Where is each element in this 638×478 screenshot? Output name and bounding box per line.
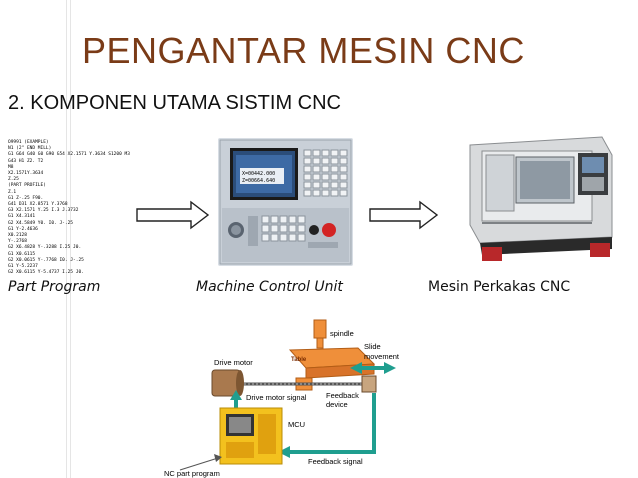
slide-subtitle: 2. KOMPONEN UTAMA SISTIM CNC [8,92,341,115]
slide-title: PENGANTAR MESIN CNC [82,30,525,72]
program-line: G2 X0.6115 Y-5.4737 I.25 J0. [8,270,118,276]
mcu-key [313,190,320,196]
mcu-key [322,174,329,180]
z-readout: Z=00664.640 [242,178,275,184]
mcu-key [331,174,338,180]
mcu-key [340,150,347,156]
mcu-key [313,166,320,172]
mcu-key [262,216,269,223]
mcu-key [304,166,311,172]
program-line: G1 G64 G40 G0 G90 G54 X2.1571 Y.3634 S12… [8,152,118,158]
label-slide-2: movement [364,352,400,361]
label-table: Table [291,357,307,363]
mcu-key [271,216,278,223]
mcu-key [322,166,329,172]
mcu-key [304,190,311,196]
mcu-key [298,234,305,241]
arrow-right-icon [368,200,440,230]
label-drive-motor-signal: Drive motor signal [246,393,307,402]
mcu-key [331,182,338,188]
mcu-key [262,234,269,241]
label-feedback-2: device [326,400,348,409]
mcu-key [331,158,338,164]
mcu-key [304,158,311,164]
mcu-key [289,225,296,232]
caption-machine: Mesin Perkakas CNC [428,279,570,295]
mcu-key [340,158,347,164]
part-program-listing: O9991 (EXAMPLE)N1 (2" END MILL)G1 G64 G4… [8,140,118,276]
mcu-key [304,174,311,180]
mcu-key [340,190,347,196]
caption-mcu: Machine Control Unit [196,279,343,295]
x-readout: X=00442.000 [242,171,275,177]
mcu-key [271,225,278,232]
cnc-lathe-image [462,125,634,265]
mcu-key [313,150,320,156]
mcu-key [322,190,329,196]
mcu-key [322,158,329,164]
arrow-right-icon [135,200,211,230]
mcu-key [340,166,347,172]
mcu-key [298,225,305,232]
mcu-key [340,182,347,188]
mcu-panel-image: X=00442.000 Z=00664.640 [218,138,353,266]
mcu-key [331,190,338,196]
caption-part-program: Part Program [8,279,100,295]
mcu-key [271,234,278,241]
mcu-key [262,225,269,232]
mcu-key [313,174,320,180]
mcu-key [322,150,329,156]
mcu-key [322,182,329,188]
mcu-key [298,216,305,223]
label-feedback-1: Feedback [326,391,359,400]
label-drive-motor: Drive motor [214,358,253,367]
mcu-key [289,216,296,223]
label-feedback-signal: Feedback signal [308,457,363,466]
label-spindle: spindle [330,329,354,338]
mcu-key [340,174,347,180]
mcu-key [280,225,287,232]
mcu-key [280,234,287,241]
mcu-key [304,182,311,188]
mcu-key [313,182,320,188]
mcu-key [289,234,296,241]
mcu-key [280,216,287,223]
label-nc-part-program: NC part program [164,469,220,478]
mcu-key [313,158,320,164]
label-mcu: MCU [288,420,305,429]
mcu-key [331,166,338,172]
cnc-system-diagram: spindle Slide movement Drive motor Table… [160,318,410,478]
mcu-key [304,150,311,156]
label-slide-1: Slide [364,342,381,351]
mcu-key [331,150,338,156]
